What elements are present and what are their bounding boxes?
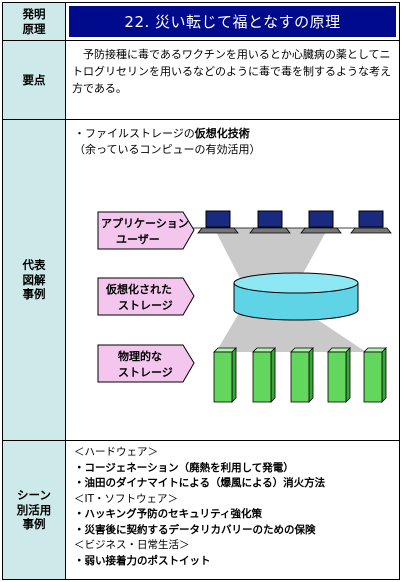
divider: [3, 119, 399, 120]
summary-label: 要点: [3, 41, 66, 119]
list-item: ・コージェネーション（廃熱を利用して発電）: [74, 461, 294, 474]
callout-virtual-storage-line1: 仮想化された: [105, 282, 172, 296]
callout-physical-storage: 物理的な ストレージ: [97, 344, 195, 383]
list-item: ・ハッキング予防のセキュリティ強化策: [74, 508, 263, 520]
callout-app-users-line2: ユーザー: [116, 233, 160, 246]
laptop-icon: [197, 210, 239, 234]
storage-disk-icon: [233, 272, 359, 321]
callout-physical-storage-line1: 物理的な: [118, 349, 162, 363]
server-icon: [363, 347, 387, 403]
summary-cell: 予防接種に毒であるワクチンを用いるとか心臓病の薬としてニトログリセリンを用いるな…: [66, 41, 399, 119]
summary-text: 予防接種に毒であるワクチンを用いるとか心臓病の薬としてニトログリセリンを用いるな…: [72, 48, 391, 95]
list-item: ・油田のダイナマイトによる（爆風による）消火方法: [74, 477, 326, 489]
storage-virtualization-diagram: アプリケーション ユーザー 仮想化された ストレージ 物理的な ストレージ: [97, 210, 392, 403]
callout-virtual-storage-line2: ストレージ: [118, 299, 173, 312]
server-icon: [213, 347, 237, 403]
callout-virtual-storage: 仮想化された ストレージ: [97, 277, 195, 316]
list-heading: ＜ハードウェア＞: [74, 446, 158, 458]
title-cell: 22. 災い転じて福となすの原理: [66, 3, 399, 40]
lower-cone: [216, 308, 366, 352]
example-cell: ・ファイルストレージの仮想化技術 （余っているコンピューの有効活用）: [66, 120, 399, 440]
callout-app-users: アプリケーション ユーザー: [97, 211, 195, 250]
list-item: ・弱い接着力のポストイット: [74, 554, 211, 567]
list-heading: ＜IT・ソフトウェア＞: [74, 492, 179, 505]
callout-physical-storage-line2: ストレージ: [118, 366, 173, 379]
example-label: 代表 図解 事例: [3, 120, 66, 440]
divider: [3, 40, 399, 41]
server-icon: [252, 347, 276, 403]
summary-row: 要点 予防接種に毒であるワクチンを用いるとか心臓病の薬としてニトログリセリンを用…: [3, 41, 399, 119]
callout-app-users-line1: アプリケーション: [101, 216, 189, 230]
laptop-icon: [300, 210, 342, 234]
page-title: 22. 災い転じて福となすの原理: [69, 6, 396, 37]
example-line1-bold: 仮想化技術: [194, 127, 250, 140]
example-heading: ・ファイルストレージの仮想化技術 （余っているコンピューの有効活用）: [74, 126, 260, 158]
laptop-icon: [249, 210, 291, 234]
server-icon: [290, 347, 314, 403]
scenes-cell: ＜ハードウェア＞ ・コージェネーション（廃熱を利用して発電） ・油田のダイナマイ…: [66, 441, 399, 579]
example-row: 代表 図解 事例 ・ファイルストレージの仮想化技術 （余っているコンピューの有効…: [3, 120, 399, 440]
server-icon: [327, 347, 351, 403]
header-row: 発明 原理 22. 災い転じて福となすの原理: [3, 3, 399, 40]
scenes-label: シーン 別活用 事例: [3, 441, 66, 579]
scenes-row: シーン 別活用 事例 ＜ハードウェア＞ ・コージェネーション（廃熱を利用して発電…: [3, 441, 399, 579]
header-label: 発明 原理: [3, 3, 66, 40]
list-item: ・災害後に契約するデータリカバリーのための保険: [74, 523, 316, 536]
scenes-list: ＜ハードウェア＞ ・コージェネーション（廃熱を利用して発電） ・油田のダイナマイ…: [74, 445, 325, 569]
divider: [3, 440, 399, 441]
example-line1-prefix: ・ファイルストレージの: [74, 127, 195, 140]
example-line2: （余っているコンピューの有効活用）: [74, 143, 261, 156]
laptop-icon: [350, 210, 392, 234]
list-heading: ＜ビジネス・日常生活＞: [74, 539, 190, 551]
